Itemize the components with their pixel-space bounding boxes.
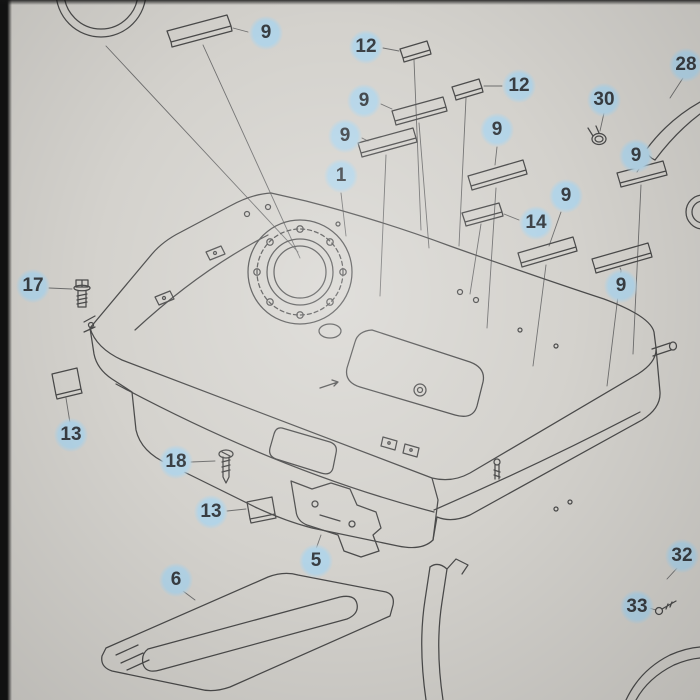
protector-bracket-5-icon (290, 480, 382, 558)
callout-6[interactable]: 6 (159, 563, 193, 597)
callout-9-4[interactable]: 9 (480, 113, 514, 147)
callout-1[interactable]: 1 (324, 159, 358, 193)
callout-13-1[interactable]: 13 (54, 418, 88, 452)
pad-13-upper-icon (51, 367, 83, 400)
bolt-icon (73, 279, 91, 308)
callout-9-3[interactable]: 9 (328, 119, 362, 153)
callout-14[interactable]: 14 (519, 206, 553, 240)
pad-13-lower-icon (246, 496, 277, 524)
protector-plate-6-icon (101, 572, 394, 692)
fuel-pump-ring-icon (247, 219, 353, 325)
callout-32[interactable]: 32 (665, 539, 699, 573)
callout-12-1[interactable]: 12 (349, 30, 383, 64)
gasket-ring-top-left-icon (56, 0, 146, 38)
callout-9-5[interactable]: 9 (619, 139, 653, 173)
callout-12-2[interactable]: 12 (502, 69, 536, 103)
callout-9-7[interactable]: 9 (604, 269, 638, 303)
screw-icon (218, 449, 234, 484)
screen-bezel-top (0, 0, 700, 5)
callout-9-2[interactable]: 9 (347, 84, 381, 118)
corner-strip-icon (625, 646, 700, 700)
callout-28[interactable]: 28 (669, 48, 700, 82)
small-screw-icon (654, 600, 677, 616)
callout-13-2[interactable]: 13 (194, 495, 228, 529)
filler-pipe-icon (645, 101, 700, 161)
gasket-ring-right-edge-icon (685, 194, 700, 230)
callout-9-6[interactable]: 9 (549, 179, 583, 213)
trim-strip-icon (421, 558, 469, 700)
fuel-tank-icon (83, 192, 678, 549)
screen-bezel-left (0, 0, 12, 700)
callout-30[interactable]: 30 (587, 83, 621, 117)
callout-9-1[interactable]: 9 (249, 16, 283, 50)
clamp-icon (587, 125, 607, 146)
leader-lines (48, 27, 684, 611)
callout-18[interactable]: 18 (159, 445, 193, 479)
callout-33[interactable]: 33 (620, 590, 654, 624)
callout-17[interactable]: 17 (16, 269, 50, 303)
cushion-pad-icons (166, 14, 668, 274)
callout-5[interactable]: 5 (299, 544, 333, 578)
